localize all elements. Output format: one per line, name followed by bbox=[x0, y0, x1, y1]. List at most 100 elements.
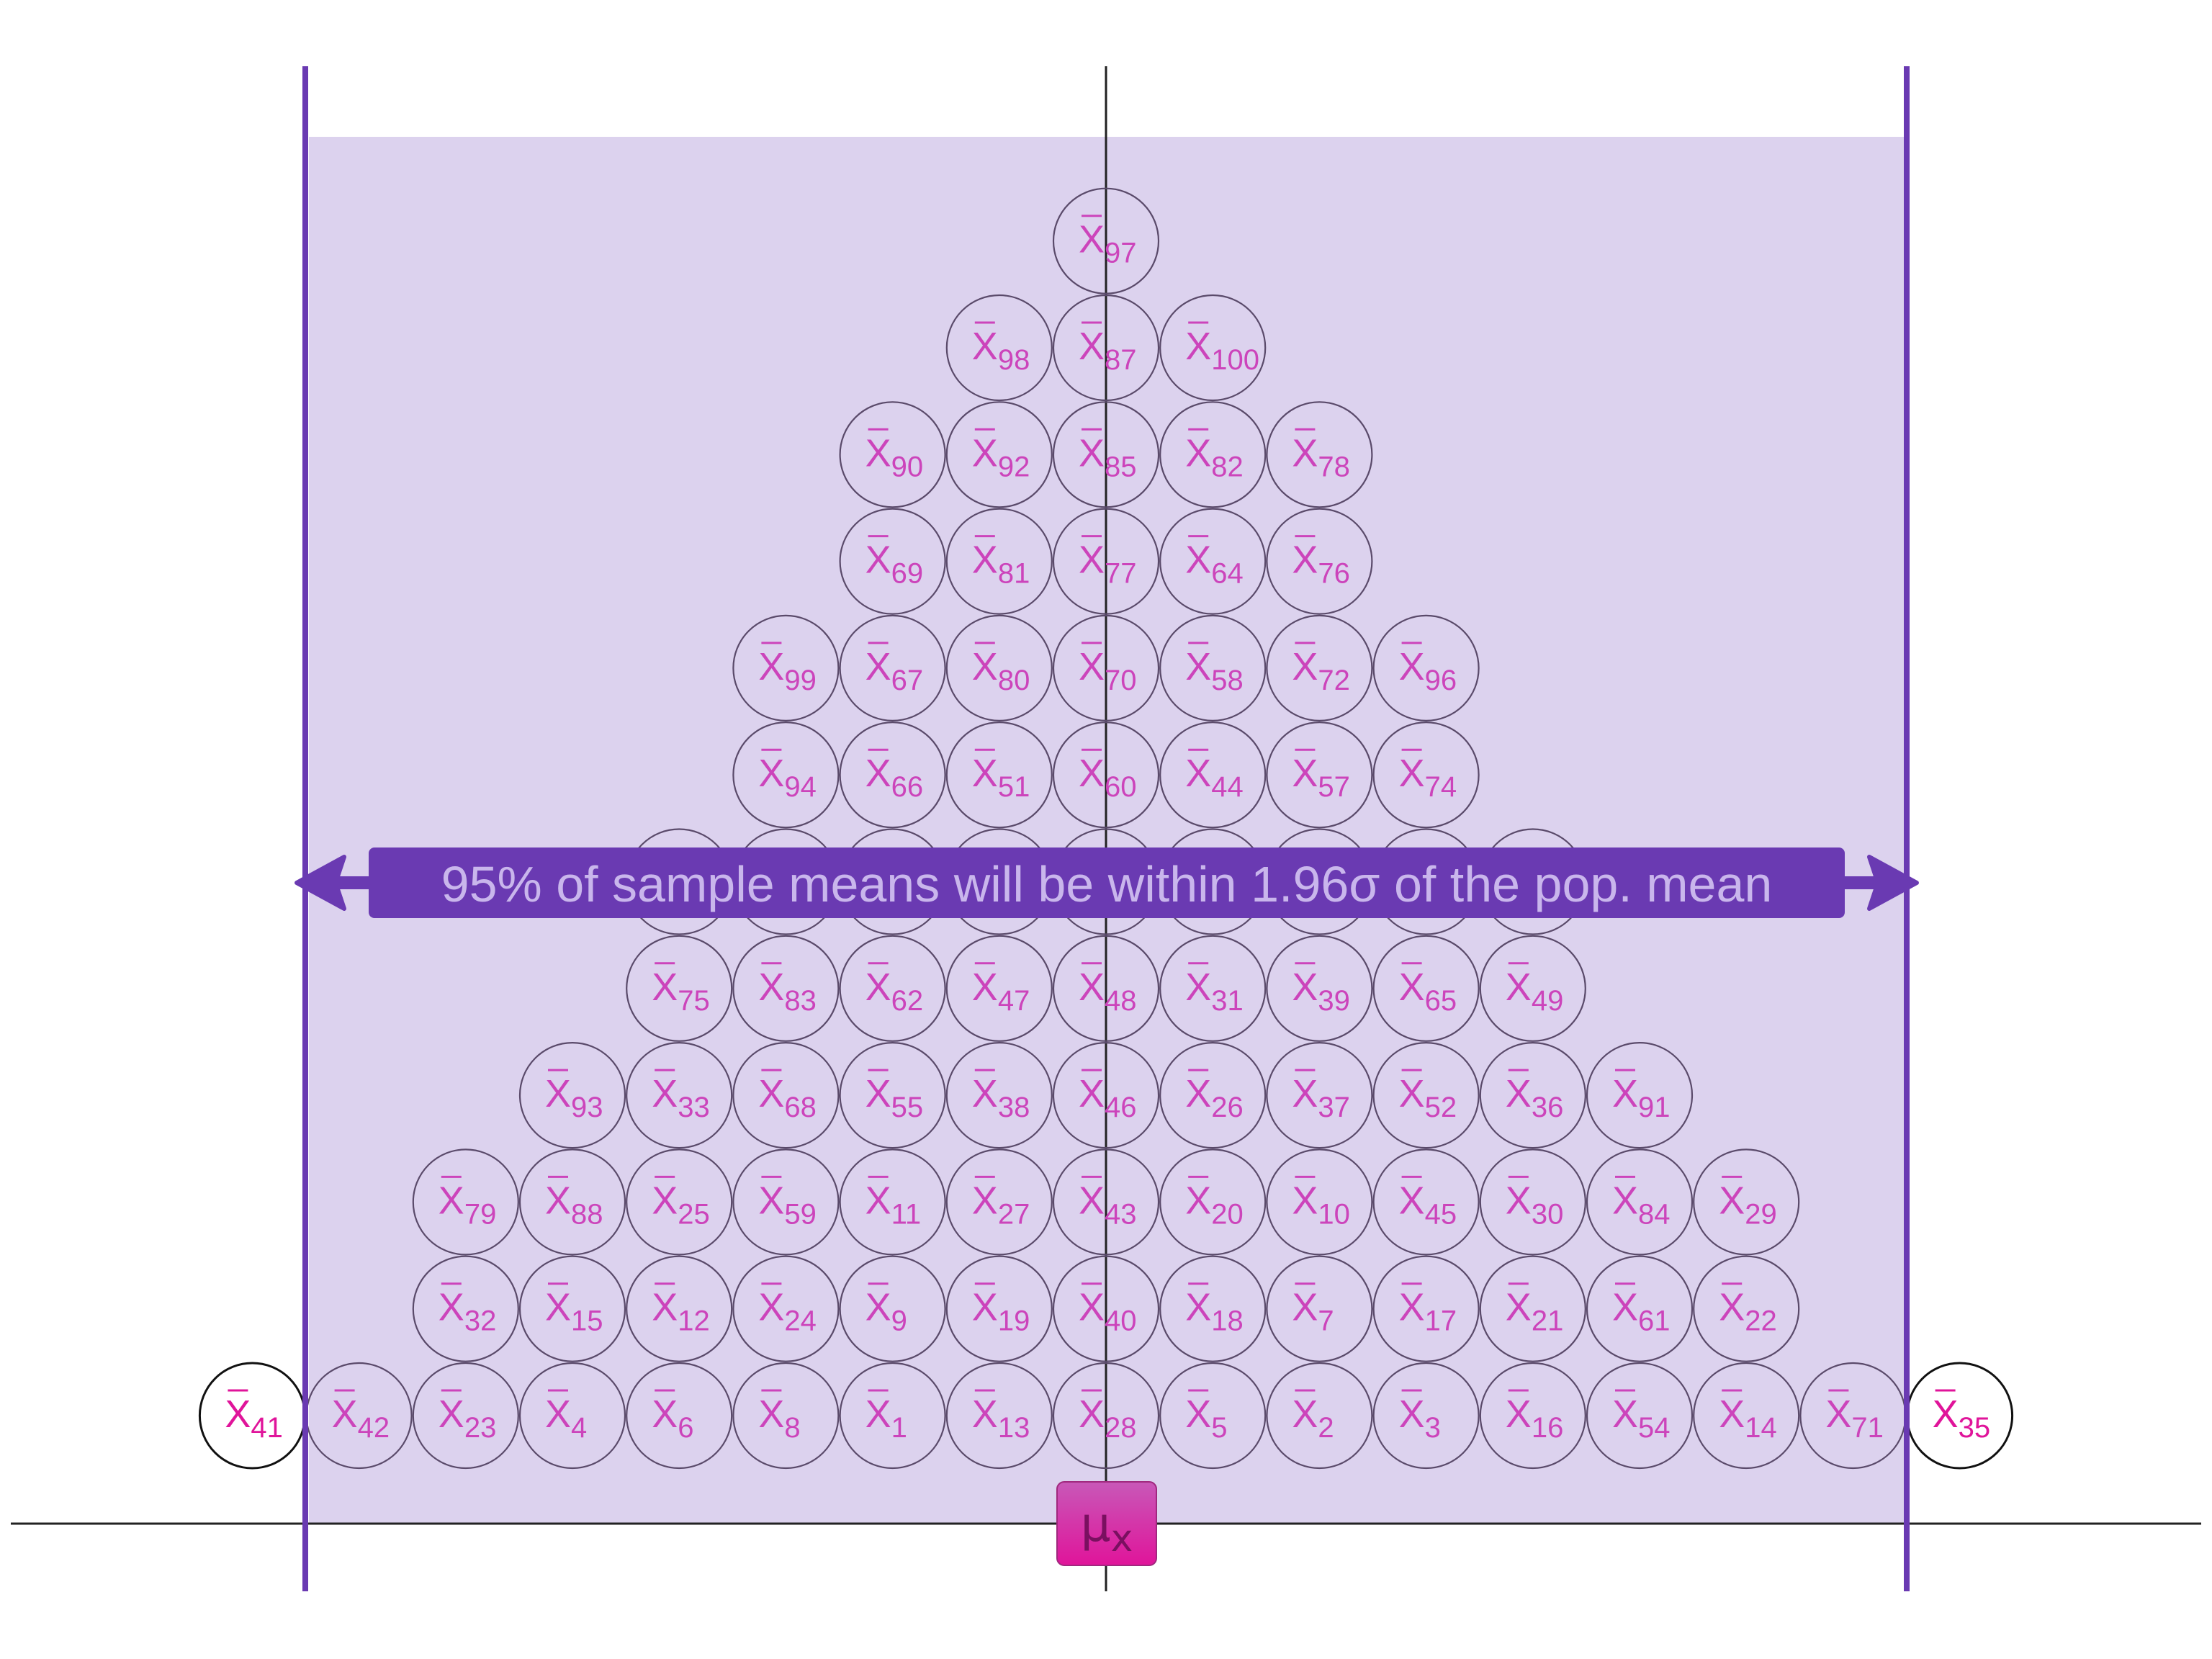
sample-mean-label: X28 bbox=[1079, 1393, 1137, 1444]
sample-mean-label: X57 bbox=[1292, 752, 1350, 803]
sample-mean-ball bbox=[1372, 1148, 1480, 1256]
sample-mean-ball bbox=[839, 508, 946, 615]
sample-mean-label: X47 bbox=[972, 966, 1030, 1017]
sample-mean-ball bbox=[518, 1362, 626, 1470]
sample-mean-label: X61 bbox=[1612, 1286, 1671, 1337]
sample-mean-label: X11 bbox=[866, 1179, 922, 1230]
arrow-head-right-icon bbox=[1867, 855, 1919, 911]
sample-mean-ball bbox=[1159, 1255, 1267, 1362]
sample-mean-ball bbox=[732, 935, 840, 1042]
sample-mean-ball bbox=[1479, 935, 1586, 1042]
sample-mean-label: X42 bbox=[332, 1393, 390, 1444]
sample-mean-ball bbox=[1586, 1041, 1694, 1149]
sample-mean-label: X46 bbox=[1079, 1072, 1137, 1123]
sample-mean-label: X77 bbox=[1079, 539, 1137, 590]
sample-mean-label: X31 bbox=[1185, 966, 1244, 1017]
mu-box bbox=[1056, 1481, 1157, 1566]
sample-mean-ball bbox=[1052, 1148, 1160, 1256]
sample-mean-ball bbox=[1693, 1362, 1800, 1470]
sample-mean-ball bbox=[1372, 721, 1480, 829]
confidence-banner: 95% of sample means will be within 1.96σ… bbox=[295, 848, 1919, 918]
sample-mean-ball bbox=[1159, 1148, 1267, 1256]
sample-mean-ball bbox=[518, 1255, 626, 1362]
sample-mean-ball bbox=[412, 1255, 519, 1362]
sample-mean-ball bbox=[1266, 508, 1373, 615]
sample-mean-ball bbox=[839, 401, 946, 508]
sample-mean-ball bbox=[945, 1362, 1053, 1470]
sample-mean-label: X41 bbox=[225, 1393, 283, 1444]
sample-mean-label: X78 bbox=[1292, 431, 1350, 482]
sample-mean-ball bbox=[945, 1255, 1053, 1362]
sample-mean-label: X94 bbox=[758, 752, 817, 803]
sample-mean-label: X54 bbox=[1612, 1393, 1671, 1444]
sample-mean-ball bbox=[732, 1148, 840, 1256]
sample-mean-ball bbox=[839, 614, 946, 722]
sample-mean-label: X5 bbox=[1185, 1393, 1227, 1444]
sample-mean-label: X79 bbox=[439, 1179, 497, 1230]
sample-mean-label: X62 bbox=[866, 966, 924, 1017]
sample-mean-ball bbox=[1266, 1255, 1373, 1362]
mu-subscript: x bbox=[1111, 1517, 1133, 1560]
sample-mean-ball bbox=[1159, 1362, 1267, 1470]
sample-mean-ball bbox=[626, 1255, 733, 1362]
population-mean-marker: μx bbox=[1056, 1481, 1157, 1566]
sample-mean-label: X71 bbox=[1825, 1393, 1884, 1444]
sample-mean-label: X18 bbox=[1185, 1286, 1244, 1337]
sample-mean-label: X51 bbox=[972, 752, 1030, 803]
sample-mean-label: X91 bbox=[1612, 1072, 1671, 1123]
sample-mean-label: X90 bbox=[866, 431, 924, 482]
sample-mean-ball bbox=[1159, 401, 1267, 508]
sample-mean-ball bbox=[626, 1041, 733, 1149]
sample-mean-label: X17 bbox=[1399, 1286, 1457, 1337]
sample-mean-label: X13 bbox=[972, 1393, 1030, 1444]
sample-mean-ball bbox=[1266, 721, 1373, 829]
sample-mean-label: X10 bbox=[1292, 1179, 1350, 1230]
sample-mean-label: X48 bbox=[1079, 966, 1137, 1017]
sample-mean-ball bbox=[1052, 721, 1160, 829]
sample-mean-label: X35 bbox=[1933, 1393, 1991, 1444]
sample-mean-label: X19 bbox=[972, 1286, 1030, 1337]
sample-mean-ball bbox=[1586, 1148, 1694, 1256]
sample-mean-ball bbox=[1586, 1362, 1694, 1470]
svg-text:μx: μx bbox=[1081, 1497, 1133, 1560]
sample-mean-ball bbox=[1266, 614, 1373, 722]
sample-mean-label: X49 bbox=[1506, 966, 1564, 1017]
sample-mean-label: X7 bbox=[1292, 1286, 1334, 1337]
sample-mean-ball bbox=[732, 1362, 840, 1470]
sample-mean-ball bbox=[518, 1041, 626, 1149]
sample-mean-label: X93 bbox=[545, 1072, 603, 1123]
sample-mean-label: X43 bbox=[1079, 1179, 1137, 1230]
sample-mean-label: X22 bbox=[1719, 1286, 1777, 1337]
sample-mean-ball bbox=[1052, 401, 1160, 508]
sample-mean-label: X75 bbox=[652, 966, 710, 1017]
sample-mean-ball bbox=[945, 935, 1053, 1042]
sample-mean-label: X32 bbox=[439, 1286, 497, 1337]
sample-mean-ball bbox=[1159, 1041, 1267, 1149]
sample-mean-label: X25 bbox=[652, 1179, 710, 1230]
sample-mean-label: X38 bbox=[972, 1072, 1030, 1123]
sample-mean-label: X96 bbox=[1399, 645, 1457, 696]
sample-mean-ball bbox=[945, 614, 1053, 722]
sample-mean-ball bbox=[732, 1041, 840, 1149]
sample-mean-ball bbox=[1266, 1362, 1373, 1470]
sample-mean-label: X84 bbox=[1612, 1179, 1671, 1230]
sample-mean-ball bbox=[1479, 1362, 1586, 1470]
sample-mean-label: X30 bbox=[1506, 1179, 1564, 1230]
banner-box bbox=[369, 848, 1845, 918]
sample-mean-label: X74 bbox=[1399, 752, 1457, 803]
sample-mean-label: X88 bbox=[545, 1179, 603, 1230]
sample-mean-ball bbox=[1052, 1041, 1160, 1149]
sample-mean-ball bbox=[839, 935, 946, 1042]
sample-mean-label: X68 bbox=[758, 1072, 817, 1123]
sample-mean-label: X98 bbox=[972, 325, 1030, 376]
sample-mean-label: X85 bbox=[1079, 431, 1137, 482]
sample-mean-ball bbox=[412, 1362, 519, 1470]
banner-text: 95% of sample means will be within 1.96σ… bbox=[441, 856, 1773, 912]
sample-mean-label: X16 bbox=[1506, 1393, 1564, 1444]
sample-mean-ball bbox=[1372, 1362, 1480, 1470]
sample-mean-label: X99 bbox=[758, 645, 817, 696]
sample-mean-ball bbox=[839, 721, 946, 829]
sample-mean-ball bbox=[732, 721, 840, 829]
